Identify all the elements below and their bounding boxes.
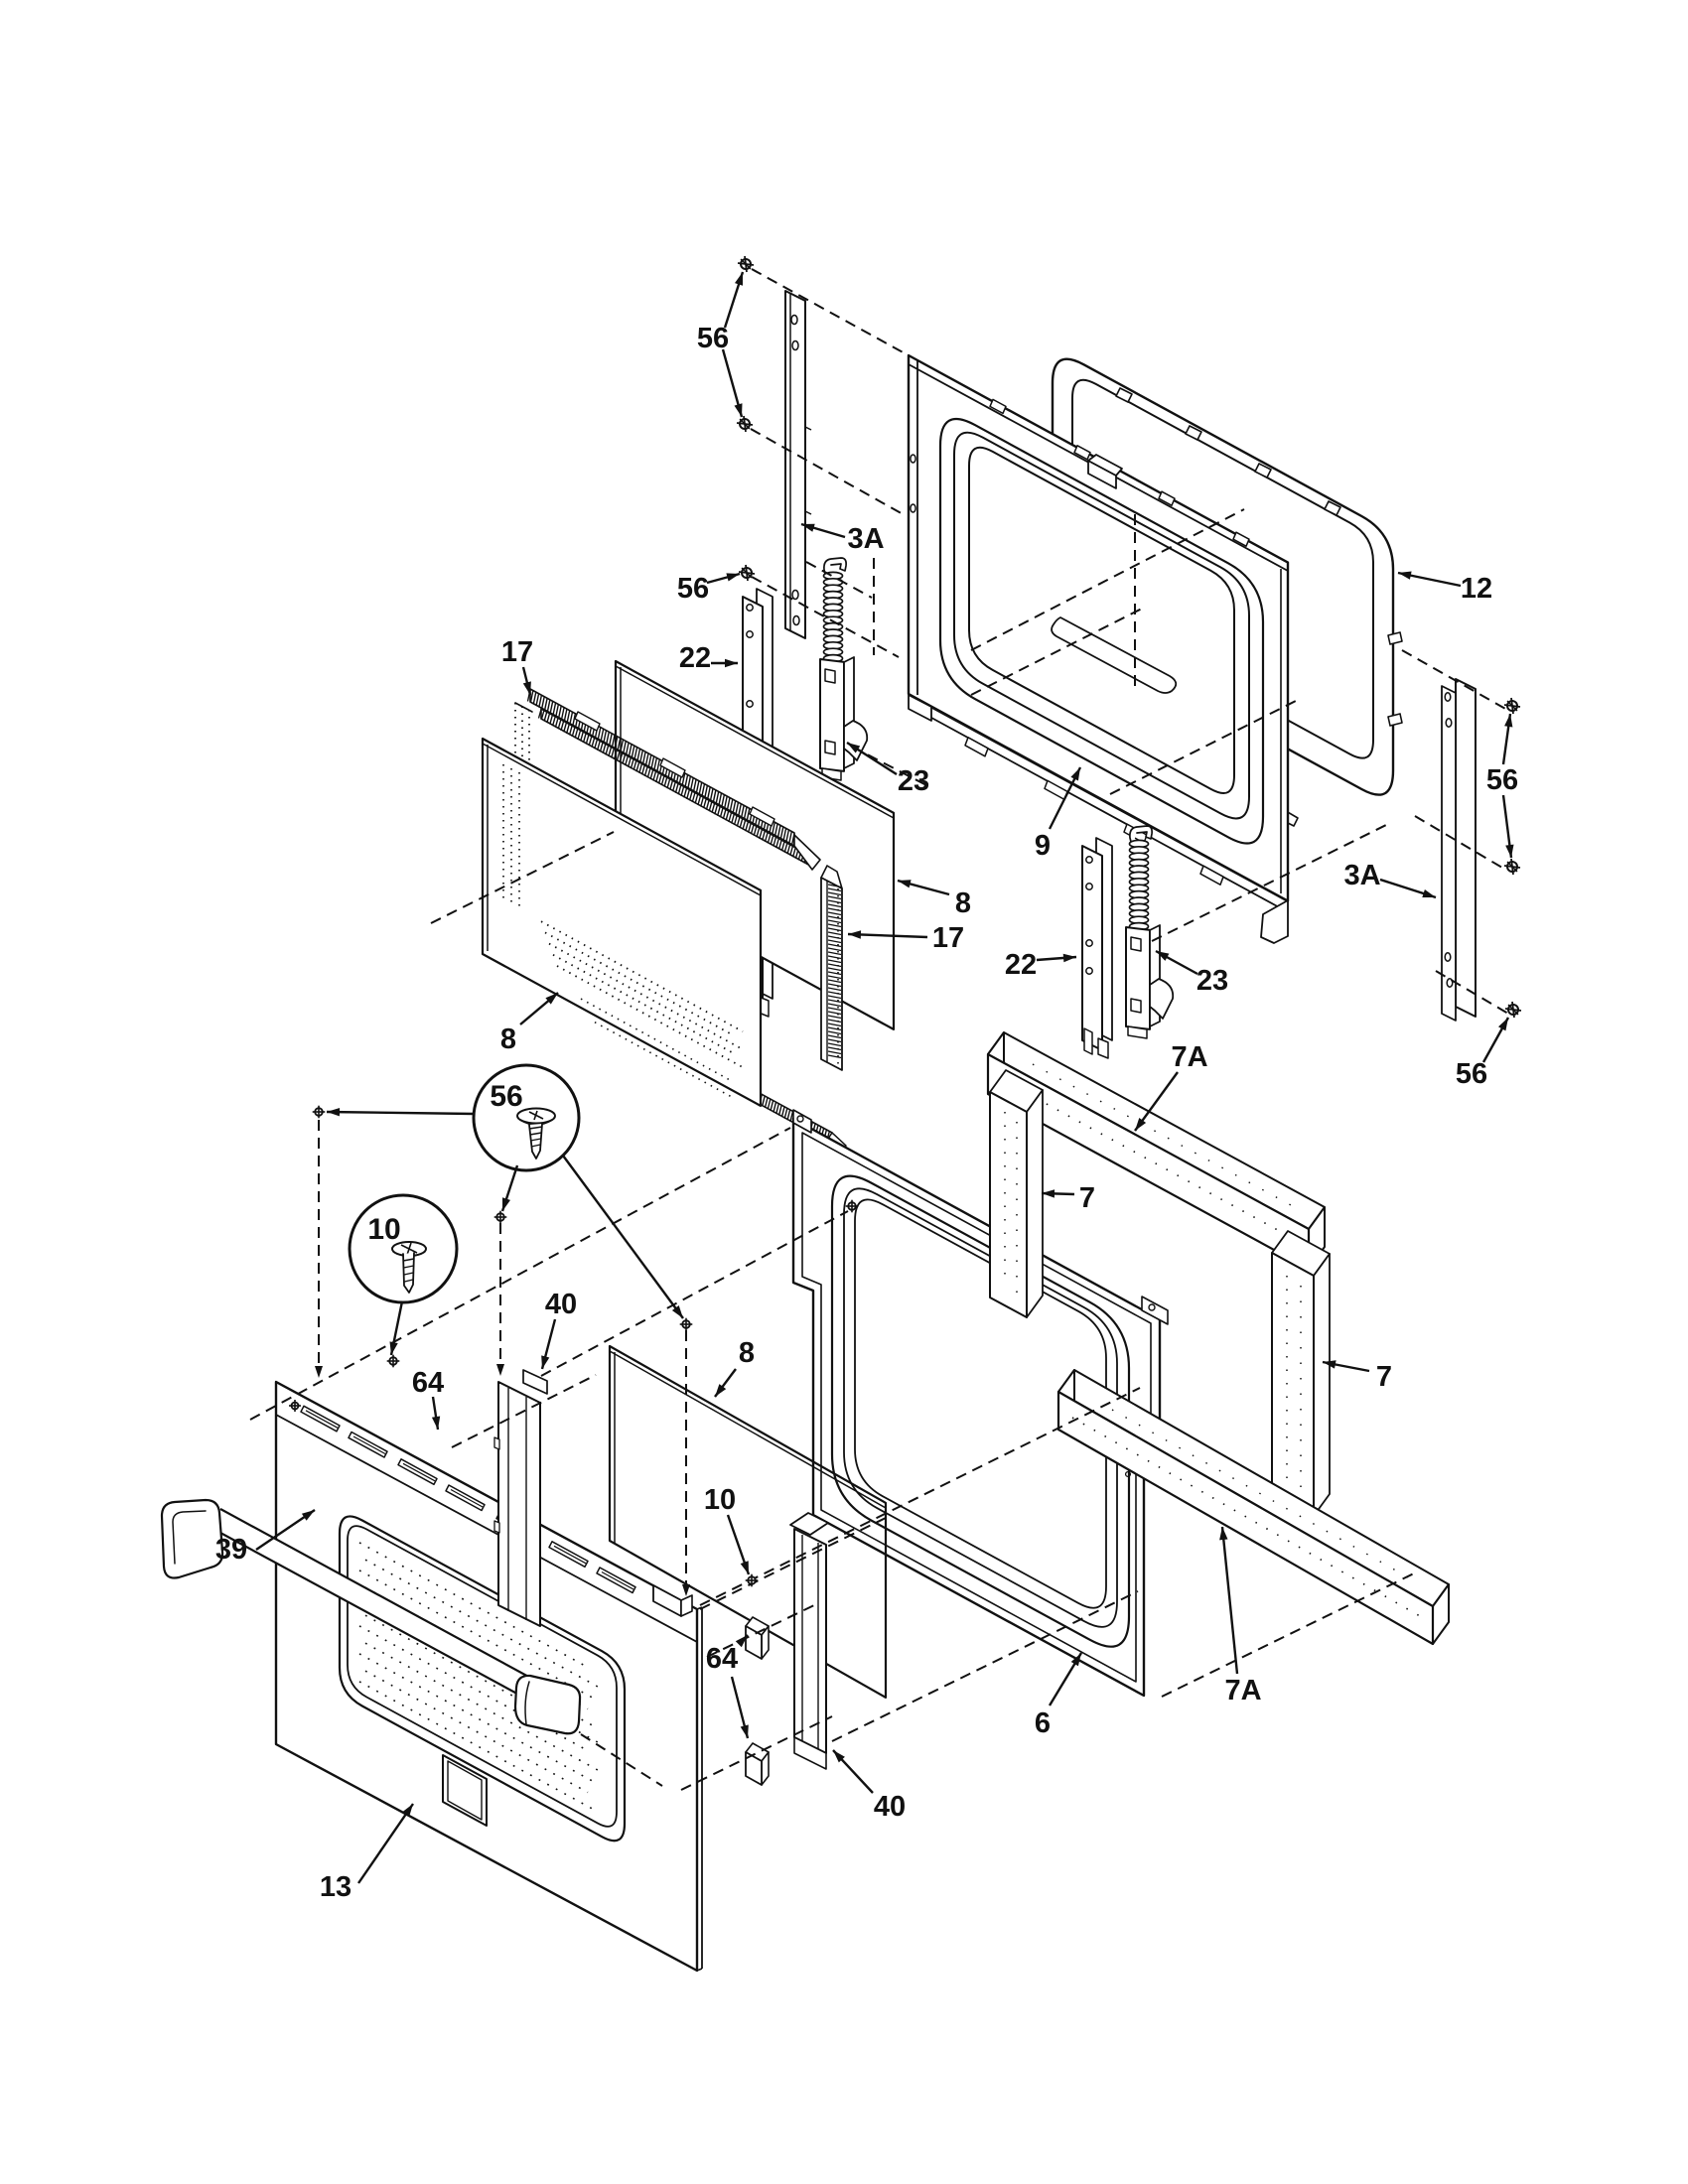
svg-text:56: 56 (677, 573, 709, 605)
svg-text:13: 13 (320, 1871, 352, 1903)
svg-text:3A: 3A (1343, 860, 1380, 891)
svg-text:40: 40 (874, 1791, 906, 1823)
svg-text:39: 39 (215, 1534, 247, 1566)
svg-text:17: 17 (501, 636, 533, 668)
svg-text:8: 8 (739, 1337, 755, 1369)
svg-text:8: 8 (955, 887, 971, 919)
svg-text:7A: 7A (1224, 1675, 1261, 1706)
svg-text:23: 23 (898, 765, 929, 797)
svg-text:22: 22 (1005, 949, 1037, 981)
svg-text:64: 64 (706, 1643, 738, 1675)
svg-text:17: 17 (932, 922, 964, 954)
svg-text:56: 56 (1456, 1058, 1487, 1090)
svg-text:23: 23 (1196, 965, 1228, 997)
svg-text:40: 40 (545, 1289, 577, 1320)
svg-text:12: 12 (1461, 573, 1492, 605)
svg-text:10: 10 (367, 1213, 400, 1246)
svg-text:7: 7 (1376, 1361, 1392, 1393)
svg-text:7: 7 (1079, 1182, 1095, 1214)
svg-text:56: 56 (1486, 764, 1518, 796)
svg-text:7A: 7A (1171, 1041, 1207, 1073)
svg-text:6: 6 (1035, 1707, 1051, 1739)
svg-text:9: 9 (1035, 830, 1051, 862)
svg-text:10: 10 (704, 1484, 736, 1516)
svg-text:56: 56 (490, 1080, 522, 1113)
svg-text:8: 8 (500, 1024, 516, 1055)
svg-text:56: 56 (697, 323, 729, 354)
svg-text:22: 22 (679, 642, 711, 674)
svg-text:3A: 3A (847, 523, 884, 555)
svg-text:64: 64 (412, 1367, 444, 1399)
